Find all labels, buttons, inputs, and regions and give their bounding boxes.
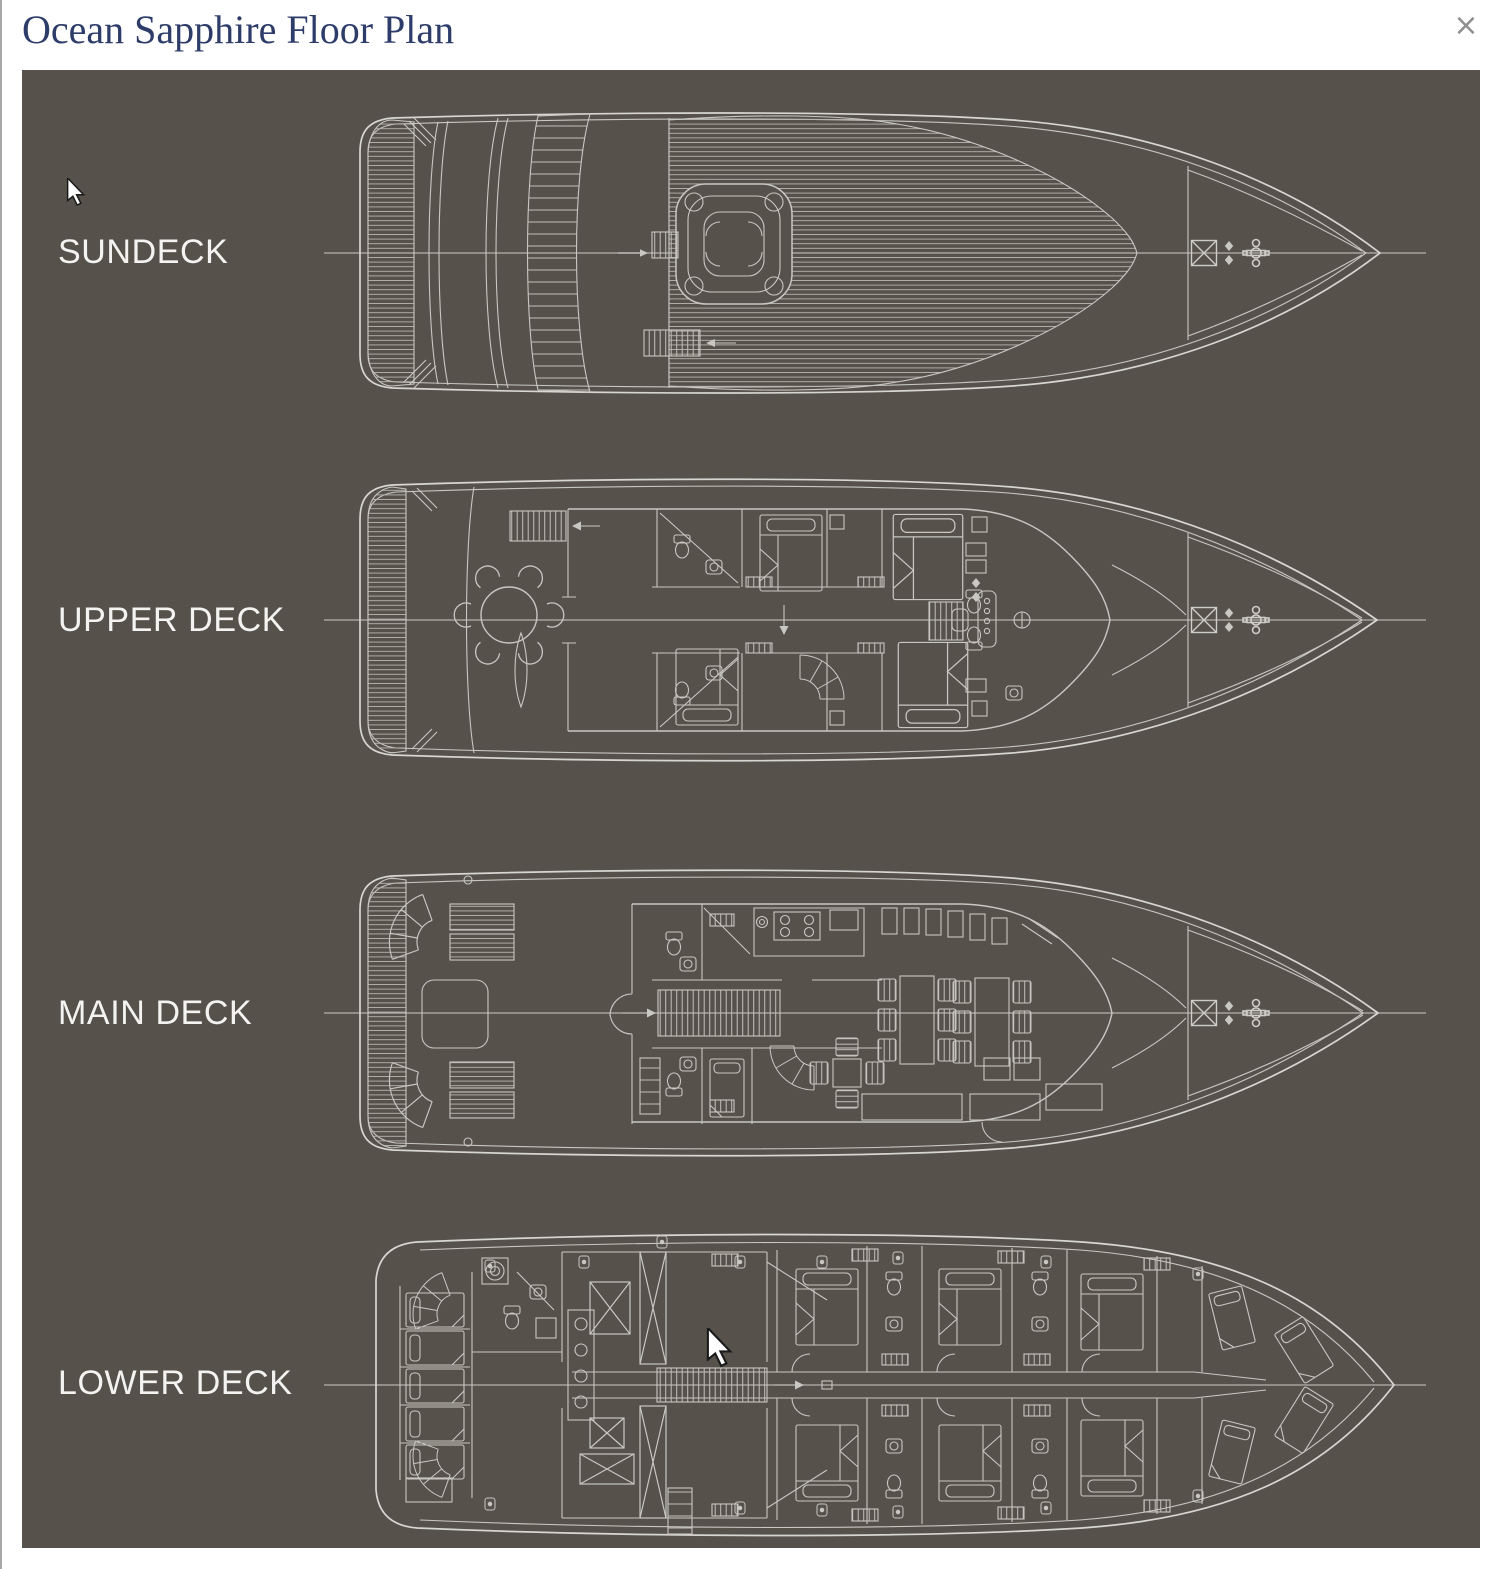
deck-label-upper-deck: UPPER DECK: [58, 601, 286, 639]
deck-label-sundeck: SUNDECK: [58, 233, 229, 271]
deck-label-lower-deck: LOWER DECK: [58, 1364, 293, 1402]
main-deck-drawing: [324, 869, 1426, 1157]
mouse-cursor-small: [66, 178, 85, 206]
lower-deck-drawing: [324, 1233, 1426, 1537]
floorplan-panel: SUNDECK UPPER DECK MAIN DECK LOWER DECK: [22, 70, 1480, 1548]
window-left-border: [0, 0, 2, 1569]
upper-deck-drawing: [324, 478, 1426, 762]
deck-label-main-deck: MAIN DECK: [58, 994, 253, 1032]
sundeck-drawing: [324, 112, 1426, 394]
close-button[interactable]: ×: [1453, 8, 1479, 43]
jacuzzi: [675, 183, 793, 305]
page-title: Ocean Sapphire Floor Plan: [22, 7, 455, 52]
mouse-cursor: [706, 1328, 732, 1367]
